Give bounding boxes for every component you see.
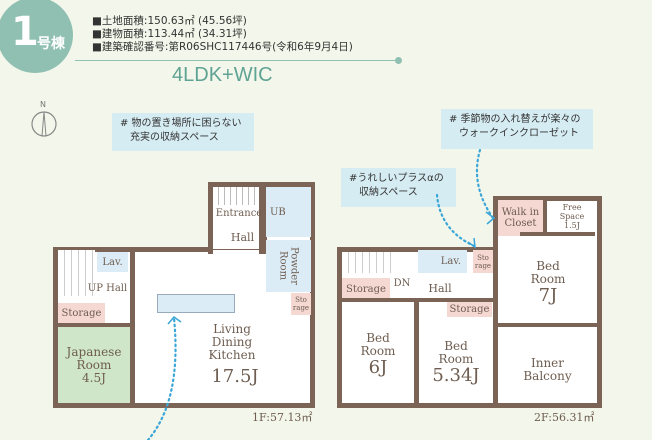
room-storage-1f: Storage: [58, 303, 105, 323]
room-powder: Powder Room: [266, 240, 311, 292]
room-size: 1.5J: [564, 220, 580, 230]
room-storage-left-2f: Storage: [342, 278, 390, 300]
room-storage-mid-2f: Storage: [447, 302, 492, 317]
interior-wall: [493, 323, 598, 327]
interior-wall: [53, 323, 133, 327]
room-label: Balcony: [523, 369, 572, 383]
room-label: Entrance: [215, 207, 263, 219]
callout-line: ウォークインクローゼット: [459, 128, 579, 139]
room-label: Room: [360, 344, 396, 358]
room-label: Sto rage: [292, 296, 310, 312]
room-size: 7J: [538, 285, 558, 306]
room-label: UP Hall: [87, 282, 128, 294]
room-entrance: Entrance: [216, 205, 262, 221]
room-label: Lav.: [440, 256, 461, 267]
opening: [213, 250, 259, 256]
room-size: 6J: [368, 357, 388, 378]
floor1-area: 1F:57.13㎡: [252, 411, 313, 424]
room-label: Sto rage: [474, 253, 492, 270]
north-label: N: [40, 100, 46, 109]
interior-wall: [520, 232, 595, 236]
callout-line: #うれしいプラスαの: [349, 173, 444, 184]
room-label: Living: [213, 321, 251, 336]
entrance-tiles: [213, 187, 259, 205]
room-label: Powder Room: [277, 246, 300, 285]
room-size: 4.5J: [82, 370, 106, 385]
divider: [75, 60, 397, 61]
room-label: Bed: [366, 331, 390, 345]
callout-storage-space: # 物の置き場所に困らない 充実の収納スペース: [112, 113, 254, 151]
label-dn: DN: [393, 277, 411, 289]
floor2-area: 2F:56.31㎡: [534, 411, 595, 424]
callout-plus-storage: #うれしいプラスαの 収納スペース: [341, 168, 456, 207]
room-label: Walk in: [501, 207, 540, 218]
callout-line: 収納スペース: [359, 187, 418, 198]
room-label: Lav.: [102, 256, 123, 268]
kitchen-counter: [157, 294, 235, 313]
callout-line: # 季節物の入れ替えが楽々の: [449, 114, 581, 125]
room-lav-2f: Lav.: [418, 250, 467, 273]
layout-type: 4LDK+WIC: [172, 64, 273, 86]
room-storage-small-1f: Sto rage: [291, 293, 311, 315]
room-label: UB: [270, 206, 286, 218]
interior-wall: [414, 298, 419, 408]
interior-wall: [543, 200, 547, 234]
callout-wic: # 季節物の入れ替えが楽々の ウォークインクローゼット: [441, 109, 593, 149]
callout-line: 充実の収納スペース: [130, 132, 219, 143]
stairs-1f: [58, 250, 95, 296]
room-storage-small-2f: Sto rage: [473, 250, 493, 273]
room-up-hall: UP Hall: [80, 280, 135, 296]
land-area: ■土地面積:150.63㎡ (45.56坪): [92, 15, 247, 27]
stairs-2f: [342, 252, 395, 273]
room-label: Dining: [211, 334, 253, 349]
callout-line: # 物の置き場所に困らない: [120, 118, 242, 129]
room-label: Room: [76, 357, 112, 372]
room-label: Kitchen: [208, 347, 256, 362]
room-label: Bed: [536, 259, 560, 273]
room-ub: UB: [266, 187, 311, 237]
room-label: Storage: [61, 307, 102, 319]
room-label: Free: [562, 202, 582, 212]
building-number: 1: [11, 9, 39, 55]
room-lav-1f: Lav.: [97, 252, 128, 272]
arrow-plus-storage: [435, 193, 476, 248]
arrow-wic: [475, 148, 495, 220]
room-label: Japanese: [66, 344, 122, 359]
room-label: Space: [559, 211, 585, 221]
room-size: 5.34J: [432, 365, 480, 386]
divider-dot: [395, 57, 402, 64]
room-label: Hall: [230, 230, 255, 244]
room-label: Closet: [504, 218, 537, 229]
interior-wall: [130, 252, 135, 407]
room-label: Room: [530, 272, 566, 286]
room-hall-1f: Hall: [225, 230, 260, 244]
room-label: Inner: [530, 356, 565, 370]
ldk-size: 17.5J: [211, 366, 259, 387]
room-label: Storage: [449, 304, 490, 315]
arrow-storage: [146, 316, 177, 440]
north-compass-icon: N: [28, 100, 60, 140]
building-suffix: 号棟: [37, 36, 65, 52]
confirmation-number: ■建築確認番号:第R06SHC117446号(令和6年9月4日): [92, 41, 353, 53]
building-area: ■建物面積:113.44㎡ (34.31坪): [92, 28, 247, 40]
building-badge: 1 号棟: [0, 0, 73, 73]
room-hall-2f: Hall: [428, 281, 452, 295]
room-label: Room: [438, 352, 474, 366]
room-label: Bed: [444, 339, 468, 353]
room-label: Storage: [346, 283, 386, 295]
